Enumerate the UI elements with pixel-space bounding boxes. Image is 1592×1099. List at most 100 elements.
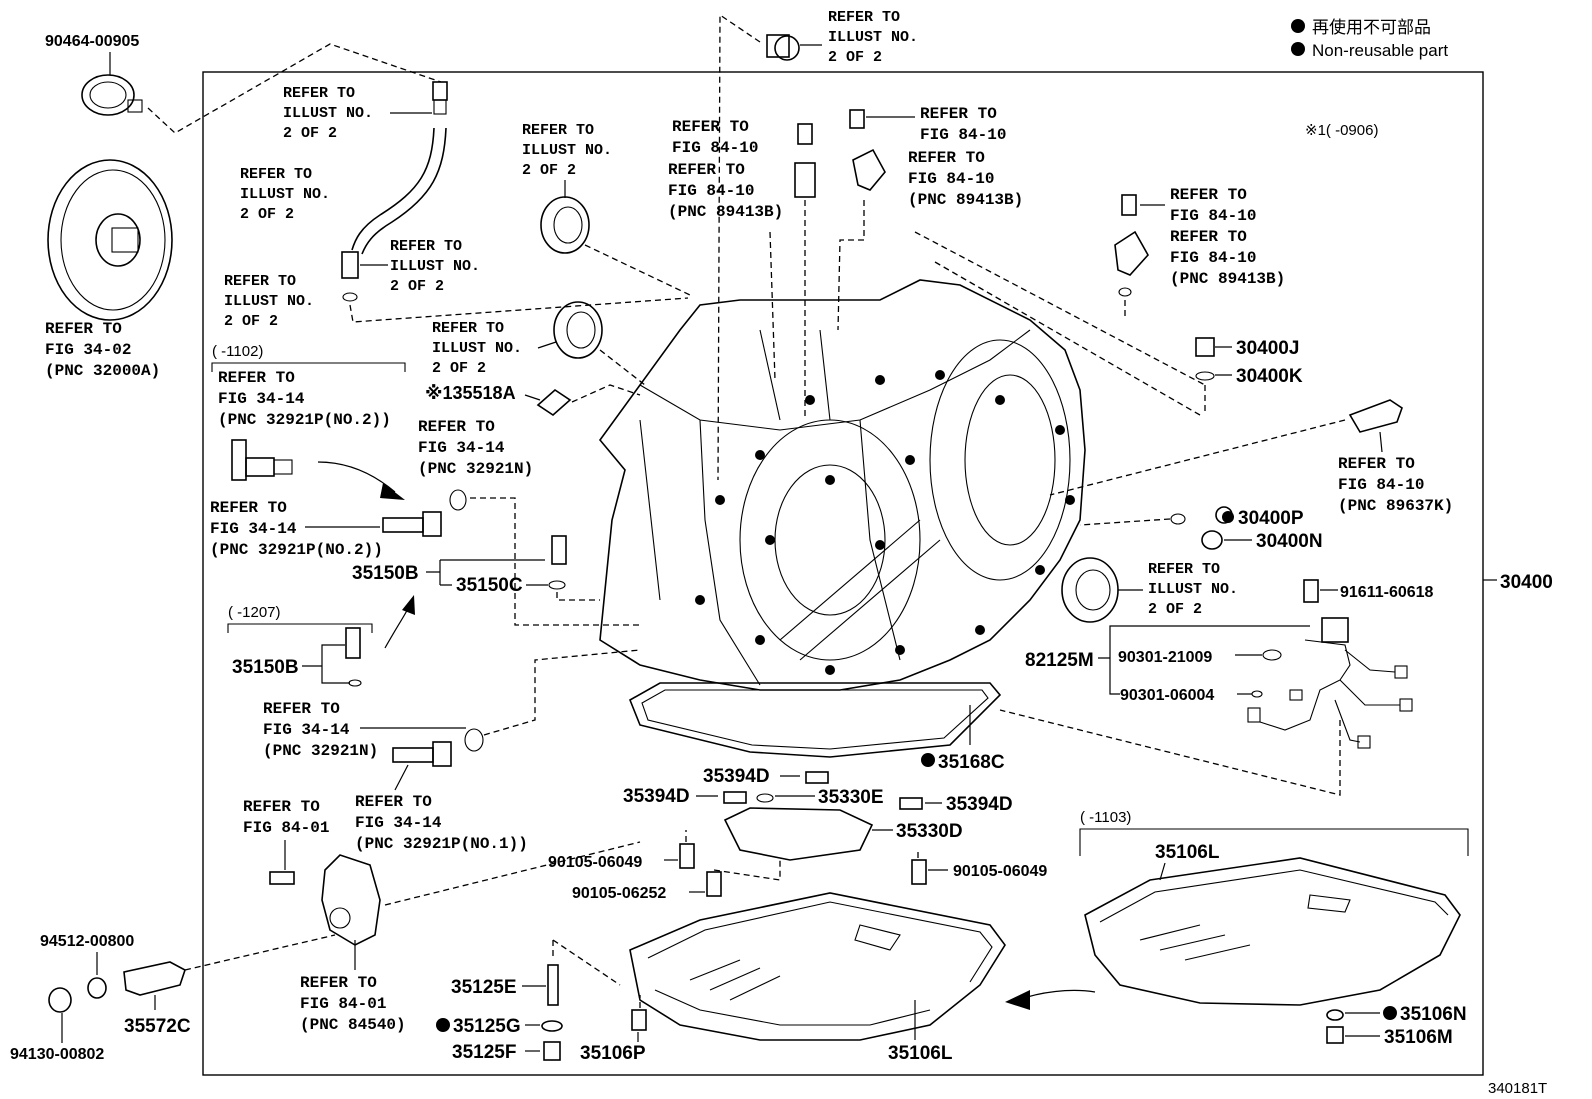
date-note: ※1( -0906) — [1305, 122, 1378, 139]
ref-fig-84-01-a: REFER TO FIG 84-01 — [243, 798, 329, 837]
oil-seal — [553, 301, 603, 359]
ref-fig-84-10-f: REFER TO FIG 84-10 (PNC 89413B) — [1170, 228, 1285, 288]
part-35150C: 35150C — [456, 575, 523, 596]
ref-fig-34-14-d: REFER TO FIG 34-14 (PNC 32921N) — [263, 700, 378, 760]
plug — [1201, 530, 1223, 550]
ref-fig-84-10-g: REFER TO FIG 84-10 (PNC 89637K) — [1338, 455, 1453, 515]
magnet — [899, 797, 923, 810]
ref-fig-84-10-e: REFER TO FIG 84-10 — [1170, 186, 1256, 225]
neutral-switch — [321, 854, 381, 946]
part-35330D: 35330D — [896, 821, 963, 842]
date-range-1103: ( -1103) — [1080, 809, 1131, 826]
date-range-1207: ( -1207) — [228, 604, 281, 621]
nut — [48, 987, 72, 1013]
part-35330E: 35330E — [818, 787, 884, 808]
part-30400J: 30400J — [1236, 338, 1299, 359]
wire-harness — [1247, 617, 1413, 749]
ref-fig-34-14-a: REFER TO FIG 34-14 (PNC 32921P(NO.2)) — [218, 369, 391, 429]
ref-illust-seal1: REFER TO ILLUST NO. 2 OF 2 — [522, 122, 621, 179]
bolt — [269, 871, 295, 885]
part-90301-21009: 90301-21009 — [1118, 649, 1212, 666]
ref-fig-84-10-a: REFER TO FIG 84-10 — [672, 118, 758, 157]
ref-fig-34-14-b: REFER TO FIG 34-14 (PNC 32921N) — [418, 418, 533, 478]
part-35168C: 35168C — [938, 752, 1005, 773]
oil-strainer — [723, 807, 874, 861]
part-94512: 94512-00800 — [40, 933, 134, 950]
bolt — [631, 1009, 647, 1031]
filter-oring — [756, 793, 774, 803]
plug — [551, 535, 567, 565]
part-35125E: 35125E — [451, 977, 517, 998]
bolt — [1303, 579, 1319, 603]
gasket-ring — [548, 580, 566, 590]
part-35106M: 35106M — [1384, 1027, 1453, 1048]
assembly-frame — [202, 71, 1484, 1076]
bolt — [1121, 194, 1137, 216]
speed-sensor — [1114, 230, 1149, 276]
speed-sensor — [794, 162, 816, 198]
part-35125G: 35125G — [453, 1016, 521, 1037]
legend-dot-icon — [1291, 42, 1305, 56]
ref-illust-oring: REFER TO ILLUST NO. 2 OF 2 — [224, 273, 323, 330]
legend-en: Non-reusable part — [1312, 41, 1448, 60]
legend-jp: 再使用不可部品 — [1312, 17, 1431, 37]
control-lever — [123, 961, 186, 996]
part-90105-06252: 90105-06252 — [572, 885, 666, 902]
assembly-number: 30400 — [1500, 572, 1553, 593]
part-35106L-a: 35106L — [888, 1043, 953, 1064]
part-35150B-a: 35150B — [352, 563, 419, 584]
ref-illust-top-left: REFER TO ILLUST NO. 2 OF 2 — [283, 85, 382, 142]
ref-illust-tube: REFER TO ILLUST NO. 2 OF 2 — [240, 166, 339, 223]
speed-sensor — [1348, 399, 1403, 433]
magnet — [805, 771, 829, 784]
oil-tube — [547, 964, 559, 1006]
bolt — [797, 123, 813, 145]
part-30400P: 30400P — [1238, 508, 1304, 529]
part-90105-06049-b: 90105-06049 — [953, 863, 1047, 880]
part-30400K: 30400K — [1236, 366, 1303, 387]
part-35518A: ※135518A — [425, 383, 516, 403]
non-reusable-dot-icon — [921, 753, 935, 767]
bolt — [766, 34, 790, 58]
transaxle-assembly — [598, 279, 1086, 691]
oil-pan-gasket — [628, 682, 1002, 758]
part-90464: 90464-00905 — [45, 33, 139, 50]
oil-pan-old — [1084, 857, 1461, 1006]
part-35106L-b: 35106L — [1155, 842, 1220, 863]
clamp — [81, 74, 135, 116]
ref-fig-34-14-c: REFER TO FIG 34-14 (PNC 32921P(NO.2)) — [210, 499, 383, 559]
bolt — [679, 843, 695, 869]
part-35394D-c: 35394D — [946, 794, 1013, 815]
part-35150B-b: 35150B — [232, 657, 299, 678]
ref-illust-right-seal: REFER TO ILLUST NO. 2 OF 2 — [1148, 561, 1247, 618]
ref-fig-84-10-b: REFER TO FIG 84-10 (PNC 89413B) — [668, 161, 783, 221]
magnet — [723, 791, 747, 804]
ref-fig-34-14-e: REFER TO FIG 34-14 (PNC 32921P(NO.1)) — [355, 793, 528, 853]
hose-nipple — [382, 511, 442, 537]
plug — [543, 1041, 561, 1061]
ref-illust-seal2: REFER TO ILLUST NO. 2 OF 2 — [432, 320, 531, 377]
gasket-ring — [1195, 371, 1215, 381]
ref-illust-bolt-top: REFER TO ILLUST NO. 2 OF 2 — [828, 9, 927, 66]
union-fitting — [231, 439, 293, 481]
filler-tube — [341, 81, 448, 279]
ref-fig-84-01-b: REFER TO FIG 84-01 (PNC 84540) — [300, 974, 406, 1034]
part-35125F: 35125F — [452, 1042, 516, 1063]
legend-dot-icon — [1291, 19, 1305, 33]
bolt — [911, 859, 927, 885]
ref-fig-84-10-d: REFER TO FIG 84-10 (PNC 89413B) — [908, 149, 1023, 209]
part-35394D-b: 35394D — [623, 786, 690, 807]
part-94130: 94130-00802 — [10, 1046, 104, 1063]
part-82125M: 82125M — [1025, 650, 1094, 671]
plug — [1326, 1026, 1344, 1044]
non-reusable-dot-icon — [436, 1018, 450, 1032]
plug — [345, 627, 361, 659]
torque-converter — [47, 159, 173, 321]
plate — [536, 388, 572, 417]
ref-fig-84-10-c: REFER TO FIG 84-10 — [920, 105, 1006, 144]
ref-illust-elbow: REFER TO ILLUST NO. 2 OF 2 — [390, 238, 489, 295]
plug — [1195, 337, 1215, 357]
speed-sensor — [852, 148, 886, 191]
